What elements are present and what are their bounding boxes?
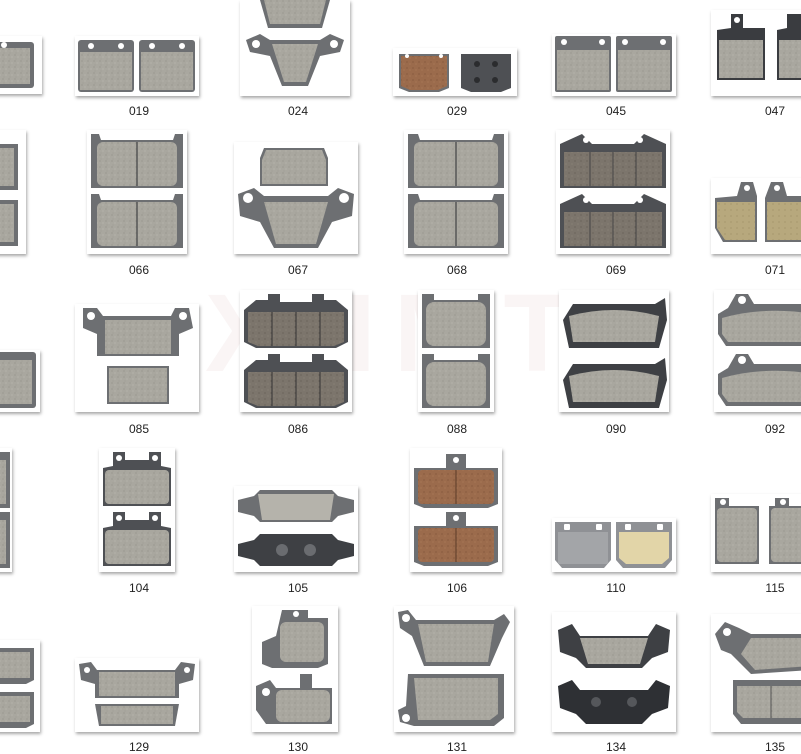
product-code-label: 069 <box>605 263 627 277</box>
product-image-024[interactable] <box>240 0 350 96</box>
product-image-047[interactable] <box>711 10 801 96</box>
product-image-071[interactable] <box>711 178 801 254</box>
product-image-045[interactable] <box>552 34 676 96</box>
product-code-label: 106 <box>446 581 468 595</box>
product-code-label: 131 <box>446 740 468 754</box>
product-code-label: 066 <box>128 263 150 277</box>
product-image-090[interactable] <box>559 290 669 412</box>
product-code-label: 047 <box>764 104 786 118</box>
product-code-label: 024 <box>287 104 309 118</box>
product-image-135[interactable] <box>711 614 801 732</box>
product-code-label: 105 <box>287 581 309 595</box>
product-image-029[interactable] <box>393 48 517 96</box>
product-image-085[interactable] <box>75 304 199 412</box>
product-image-partial-left-r3[interactable] <box>0 350 40 412</box>
product-image-067[interactable] <box>234 142 358 254</box>
product-image-partial-left-r5[interactable] <box>0 640 40 732</box>
product-image-129[interactable] <box>75 658 199 732</box>
product-image-115[interactable] <box>711 494 801 572</box>
product-image-092[interactable] <box>714 290 801 412</box>
product-image-130[interactable] <box>252 606 338 732</box>
product-code-label: 135 <box>764 740 786 754</box>
product-code-label: 029 <box>446 104 468 118</box>
product-code-label: 067 <box>287 263 309 277</box>
product-image-088[interactable] <box>418 290 494 412</box>
product-image-066[interactable] <box>87 130 187 254</box>
product-code-label: 045 <box>605 104 627 118</box>
product-image-partial-left-r2[interactable] <box>0 130 26 254</box>
product-code-label: 019 <box>128 104 150 118</box>
product-image-131[interactable] <box>394 606 514 732</box>
product-image-110[interactable] <box>552 518 676 572</box>
product-code-label: 090 <box>605 422 627 436</box>
product-image-partial-left-r1[interactable] <box>0 36 42 94</box>
product-code-label: 071 <box>764 263 786 277</box>
product-code-label: 092 <box>764 422 786 436</box>
product-image-086[interactable] <box>240 290 352 412</box>
product-code-label: 129 <box>128 740 150 754</box>
product-image-069[interactable] <box>556 130 670 254</box>
product-code-label: 130 <box>287 740 309 754</box>
product-code-label: 085 <box>128 422 150 436</box>
product-code-label: 115 <box>765 581 785 595</box>
product-image-019[interactable] <box>75 36 199 96</box>
product-image-104[interactable] <box>99 448 175 572</box>
product-code-label: 086 <box>287 422 309 436</box>
product-image-068[interactable] <box>404 130 508 254</box>
product-code-label: 134 <box>605 740 627 754</box>
product-code-label: 088 <box>446 422 468 436</box>
product-code-label: 068 <box>446 263 468 277</box>
product-code-label: 110 <box>606 581 626 595</box>
product-image-106[interactable] <box>410 448 502 572</box>
product-image-134[interactable] <box>552 612 676 732</box>
product-code-label: 104 <box>128 581 150 595</box>
product-image-105[interactable] <box>234 486 358 572</box>
product-image-partial-left-r4[interactable] <box>0 448 12 572</box>
